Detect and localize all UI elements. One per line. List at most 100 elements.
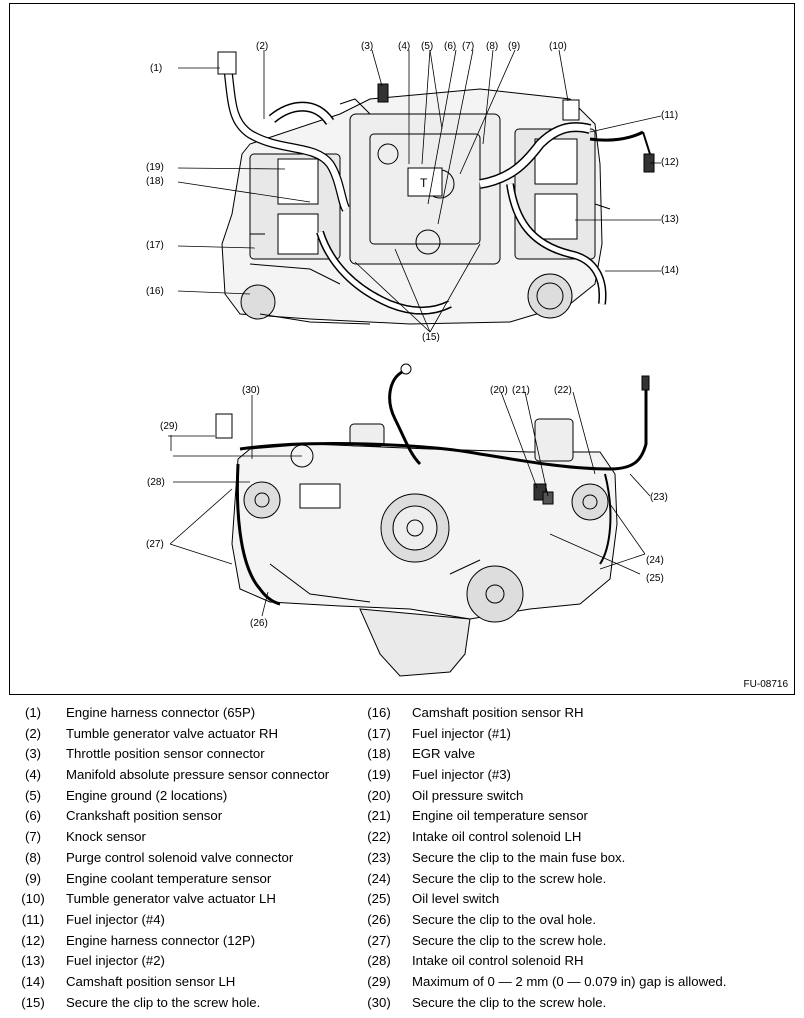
legend-left-column: (1)Engine harness connector (65P)(2)Tumb…	[12, 703, 362, 1013]
legend-item: (2)Tumble generator valve actuator RH	[12, 724, 362, 745]
legend: (1)Engine harness connector (65P)(2)Tumb…	[0, 703, 804, 1015]
legend-item-text: Fuel injector (#3)	[412, 767, 511, 783]
legend-item: (11) Fuel injector (#4)	[12, 910, 362, 931]
callout-4: (4)	[398, 41, 411, 52]
callout-11: (11)	[661, 110, 679, 121]
legend-item-text: Engine harness connector (12P)	[66, 932, 256, 948]
legend-item-number: (2)	[24, 725, 42, 741]
legend-item-number: (22)	[367, 829, 391, 845]
callout-14: (14)	[661, 265, 679, 276]
legend-item: (13) Fuel injector (#2)	[12, 951, 362, 972]
legend-item-text: Manifold absolute pressure sensor connec…	[66, 767, 330, 783]
legend-item-text: Intake oil control solenoid LH	[412, 829, 582, 845]
legend-item: (21)Engine oil temperature sensor	[358, 806, 798, 827]
legend-item-number: (19)	[367, 767, 391, 783]
legend-item: (15) Secure the clip to the screw hole.	[12, 993, 362, 1014]
legend-item: (8) Purge control solenoid valve connecto…	[12, 848, 362, 869]
box-label: T	[420, 176, 428, 190]
legend-item-number: (18)	[367, 746, 391, 762]
legend-item-number: (15)	[21, 994, 45, 1010]
legend-item-number: (7)	[24, 829, 42, 845]
legend-item-number: (5)	[24, 787, 42, 803]
callout-30: (30)	[242, 385, 260, 396]
legend-item: (3)Throttle position sensor connector	[12, 744, 362, 765]
callout-6: (6)	[444, 41, 457, 52]
legend-item: (20)Oil pressure switch	[358, 786, 798, 807]
legend-item-text: EGR valve	[412, 746, 476, 762]
callout-29: (29)	[160, 421, 178, 432]
callout-9: (9)	[508, 41, 521, 52]
callout-17: (17)	[146, 240, 164, 251]
legend-item-text: Fuel injector (#2)	[66, 953, 165, 969]
legend-item: (10)Tumble generator valve actuator LH	[12, 889, 362, 910]
legend-item: (17) Fuel injector (#1)	[358, 724, 798, 745]
legend-item: (23) Secure the clip to the main fuse box…	[358, 848, 798, 869]
legend-item-text: Purge control solenoid valve connector	[66, 849, 294, 865]
callout-1: (1)	[150, 63, 163, 74]
legend-item-text: Intake oil control solenoid RH	[412, 953, 584, 969]
callout-7: (7)	[462, 41, 475, 52]
legend-item-number: (28)	[367, 953, 391, 969]
legend-item: (5) Engine ground (2 locations)	[12, 786, 362, 807]
legend-item-text: Crankshaft position sensor	[66, 808, 223, 824]
callout-5: (5)	[421, 41, 434, 52]
legend-item-number: (29)	[367, 973, 391, 989]
callout-10: (10)	[549, 41, 567, 52]
legend-right-column: (16) Camshaft position sensor RH (17) Fuel …	[358, 703, 798, 1013]
legend-item-number: (3)	[24, 746, 42, 762]
callout-18: (18)	[146, 176, 164, 187]
legend-item-number: (1)	[24, 705, 42, 720]
legend-item: (6) Crankshaft position sensor	[12, 806, 362, 827]
legend-item: (4) Manifold absolute pressure sensor con…	[12, 765, 362, 786]
legend-item-number: (17)	[367, 725, 391, 741]
legend-item: (18) EGR valve	[358, 744, 798, 765]
callout-16: (16)	[146, 286, 164, 297]
legend-item-text: Secure the clip to the screw hole.	[412, 932, 607, 948]
legend-item-text: Secure the clip to the main fuse box.	[412, 849, 626, 865]
legend-item-number: (25)	[367, 891, 391, 907]
legend-item-text: Engine ground (2 locations)	[66, 787, 228, 803]
callout-24: (24)	[646, 555, 664, 566]
legend-item-text: Engine oil temperature sensor	[412, 808, 588, 824]
engine-top-view	[217, 51, 655, 325]
legend-item-text: Fuel injector (#4)	[66, 911, 165, 927]
legend-item: (7) Knock sensor	[12, 827, 362, 848]
legend-item-number: (8)	[24, 849, 42, 865]
legend-item-number: (23)	[367, 849, 391, 865]
callout-15: (15)	[422, 332, 440, 343]
legend-item-text: Oil level switch	[412, 891, 500, 907]
callout-13: (13)	[661, 214, 679, 225]
legend-item: (24)Secure the clip to the screw hole.	[358, 869, 798, 890]
legend-item-text: Engine coolant temperature sensor	[66, 870, 272, 886]
callout-8: (8)	[486, 41, 499, 52]
legend-item: (12) Engine harness connector (12P)	[12, 931, 362, 952]
legend-item-text: Secure the clip to the screw hole.	[66, 994, 261, 1010]
legend-item: (26) Secure the clip to the oval hole.	[358, 910, 798, 931]
legend-item-number: (4)	[24, 767, 42, 783]
legend-item-number: (12)	[21, 932, 45, 948]
legend-item-number: (6)	[24, 808, 42, 824]
legend-item-text: Fuel injector (#1)	[412, 725, 511, 741]
legend-item-text: Secure the clip to the screw hole.	[412, 870, 607, 886]
legend-item: (30)Secure the clip to the screw hole.	[358, 993, 798, 1014]
engine-front-view	[215, 363, 650, 677]
figure-id-label: FU-08716	[743, 679, 788, 690]
legend-item-number: (11)	[21, 911, 45, 927]
legend-item-number: (26)	[367, 911, 391, 927]
legend-item-text: Camshaft position sensor RH	[412, 705, 584, 720]
callout-23: (23)	[650, 492, 668, 503]
legend-item: (9)Engine coolant temperature sensor	[12, 869, 362, 890]
legend-item-text: Secure the clip to the oval hole.	[412, 911, 597, 927]
legend-item-number: (10)	[21, 891, 45, 907]
legend-item-number: (20)	[367, 787, 391, 803]
leader-lines	[168, 49, 662, 617]
legend-item: (1)Engine harness connector (65P)	[12, 703, 362, 724]
legend-item: (19) Fuel injector (#3)	[358, 765, 798, 786]
legend-item-number: (13)	[21, 953, 45, 969]
callout-26: (26)	[250, 618, 268, 629]
legend-item-number: (16)	[367, 705, 391, 720]
legend-item: (28) Intake oil control solenoid RH	[358, 951, 798, 972]
legend-item-text: Knock sensor	[66, 829, 146, 845]
legend-item: (22) Intake oil control solenoid LH	[358, 827, 798, 848]
callout-28: (28)	[147, 477, 165, 488]
